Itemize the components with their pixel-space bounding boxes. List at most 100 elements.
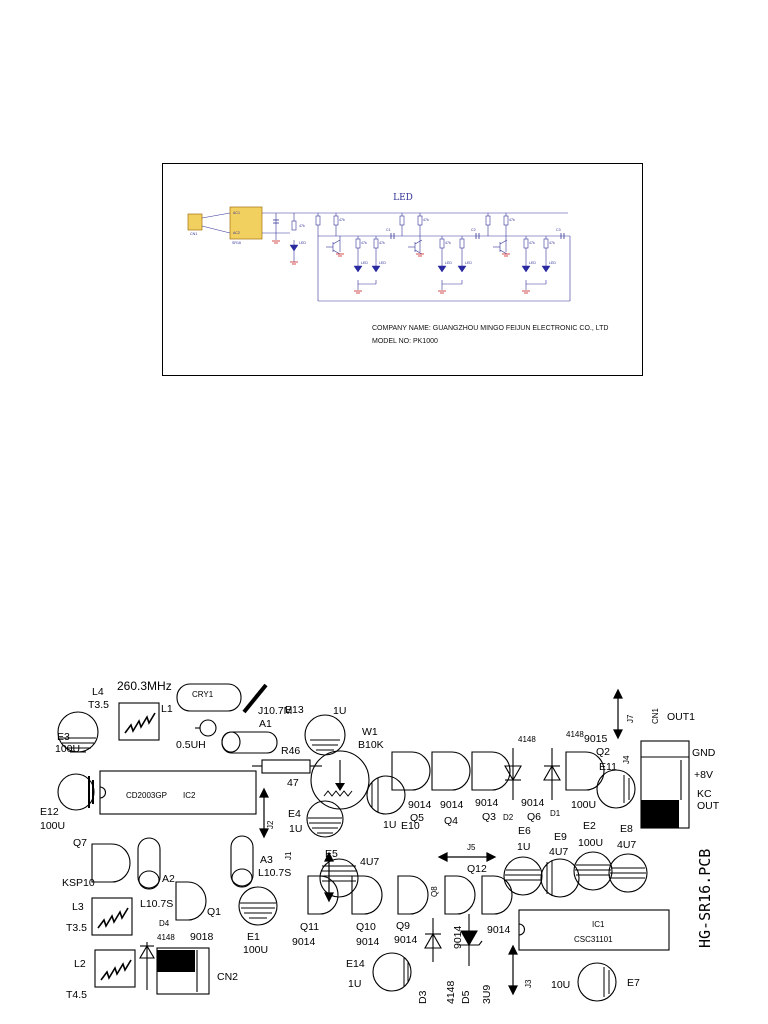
ic-pin-ac1: AC1 [233, 211, 240, 215]
schematic-resistor-labels: 47k 47k 47k 47k 47k 47k 47k 47k 47k [299, 218, 555, 245]
label-j4: J4 [622, 755, 631, 764]
capacitor-e7 [577, 962, 617, 1002]
label-q5: Q5 [410, 812, 424, 824]
capacitor-e9 [540, 858, 580, 898]
label-a3: A3 [260, 854, 273, 866]
led-symbol [289, 244, 299, 252]
label-q7: Q7 [73, 837, 87, 849]
pcb-labels: L4 T3.5 260.3MHz CRY1 L1 J10.7M E13 1U A… [40, 679, 720, 1004]
label-e12v: 100U [40, 820, 65, 832]
label-e10: E10 [401, 820, 420, 832]
schematic-title: LED [393, 193, 413, 203]
label-d1v: 4148 [566, 730, 584, 739]
label-q6v: 9014 [521, 797, 545, 809]
transistor-q7 [91, 843, 131, 883]
label-e13v: 1U [333, 705, 346, 717]
transistor-q12 [481, 875, 513, 915]
label-e6v: 1U [517, 841, 530, 853]
label-j1: J1 [284, 851, 293, 860]
label-w1: W1 [362, 726, 378, 738]
label-e8v: 4U7 [617, 839, 636, 851]
label-a1: A1 [259, 718, 272, 730]
transistor-q8 [444, 875, 476, 915]
capacitor-e10 [366, 775, 406, 815]
ic-sr16 [229, 206, 263, 240]
label-e3v: 100U [55, 743, 80, 755]
label-q10: Q10 [356, 921, 376, 933]
resistor [315, 215, 321, 226]
label-r46: R46 [281, 745, 300, 757]
label-q5v: 9014 [408, 799, 432, 811]
schematic-resistors [291, 215, 549, 249]
label-t45: T4.5 [66, 989, 87, 1001]
label-cn2: CN2 [217, 971, 238, 983]
label-ic1-part: CSC31101 [574, 935, 613, 944]
jumper-arrows [259, 688, 623, 996]
label-d4: D4 [159, 919, 170, 928]
label-q4: Q4 [444, 815, 458, 827]
resistor-r46 [261, 759, 311, 774]
led-symbol [457, 265, 467, 273]
transistor-q9 [397, 875, 429, 915]
resistor [503, 215, 509, 226]
capacitor-e14 [372, 952, 412, 992]
capacitor-e2 [573, 851, 613, 891]
label-d2: D2 [503, 813, 514, 822]
transistor-q11 [307, 875, 339, 915]
label-l107b: L10.7S [140, 898, 173, 910]
transistor-q2 [565, 751, 605, 791]
company-name: COMPANY NAME: GUANGZHOU MINGO FEIJUN ELE… [372, 325, 608, 332]
resistor [373, 238, 379, 249]
label-e4v: 1U [289, 823, 302, 835]
label-q3v: 9014 [475, 797, 499, 809]
label-out: OUT [697, 800, 720, 812]
led-symbol [541, 265, 551, 273]
schematic-leds [289, 244, 551, 273]
resistor-label: 47k [509, 218, 515, 222]
resistor [439, 238, 445, 249]
capacitor-label: C3 [556, 228, 561, 232]
label-j107: J10.7M [258, 705, 292, 717]
schematic-frame [162, 163, 643, 376]
label-q3: Q3 [482, 811, 496, 823]
label-j7: J7 [626, 714, 635, 723]
led-symbol [353, 265, 363, 273]
label-e2: E2 [583, 820, 596, 832]
label-e5: E5 [325, 848, 338, 860]
resistor [291, 220, 297, 231]
led-symbol [521, 265, 531, 273]
diode-d5 [460, 930, 478, 947]
label-e11: E11 [599, 761, 617, 773]
capacitor-e5 [319, 858, 359, 898]
resistor-label: 47k [379, 241, 385, 245]
label-e13: E13 [285, 704, 304, 716]
connector-cn1 [187, 213, 203, 231]
ic2-outline [99, 770, 257, 815]
diode-d4 [139, 944, 155, 959]
label-e3: E3 [57, 731, 70, 743]
label-8v: +8V [694, 769, 713, 781]
board-name: HG-SR16.PCB [696, 849, 714, 948]
label-q9v: 9014 [394, 934, 418, 946]
connector-label: CN1 [190, 232, 197, 236]
label-t35b: T3.5 [66, 922, 87, 934]
transistor-q5 [391, 751, 431, 791]
schematic-grounds [272, 240, 530, 294]
label-d4v: 4148 [157, 933, 175, 942]
label-j3: J3 [524, 979, 533, 988]
label-ind05: 0.5UH [176, 739, 206, 751]
label-cn1: CN1 [651, 707, 660, 724]
capacitor-e8 [608, 853, 648, 893]
label-j5: J5 [467, 843, 476, 852]
label-w1v: B10K [358, 739, 384, 751]
capacitor-label: C1 [386, 228, 391, 232]
ic2-notch [99, 786, 106, 799]
led-label: LED [549, 261, 556, 265]
schematic-led-labels: LED LED LED LED LED LED LED [299, 241, 556, 265]
model-number: MODEL NO: PK1000 [372, 338, 438, 345]
label-l4: L4 [92, 686, 104, 698]
label-l107: L10.7S [258, 867, 291, 879]
led-label: LED [529, 261, 536, 265]
label-e9v: 4U7 [549, 846, 568, 858]
coil-a2 [137, 837, 161, 889]
